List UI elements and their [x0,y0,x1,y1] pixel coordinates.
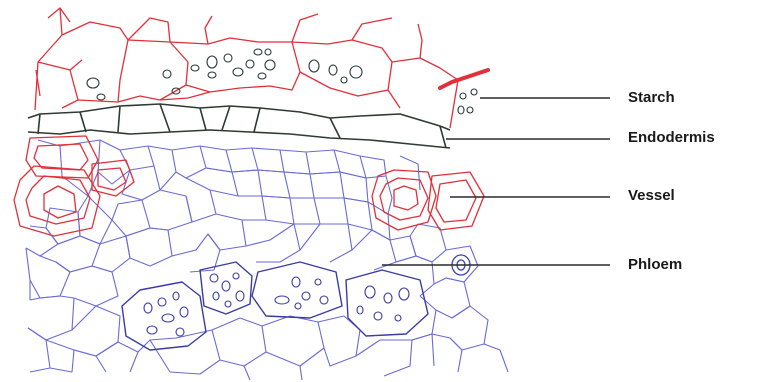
starch-label: Starch [628,89,675,106]
cortex-cells [34,7,487,129]
vessels [13,135,485,237]
phloem-label: Phloem [628,256,683,273]
endodermis-label: Endodermis [628,129,715,146]
endodermis-band [27,103,451,149]
phloem-grains [143,272,410,337]
leader-lines [382,97,610,266]
vessel-label: Vessel [628,187,675,204]
stele-cells [25,139,509,381]
red-strand [438,68,490,90]
phloem-cells [121,261,429,351]
starch-grains [86,48,478,115]
